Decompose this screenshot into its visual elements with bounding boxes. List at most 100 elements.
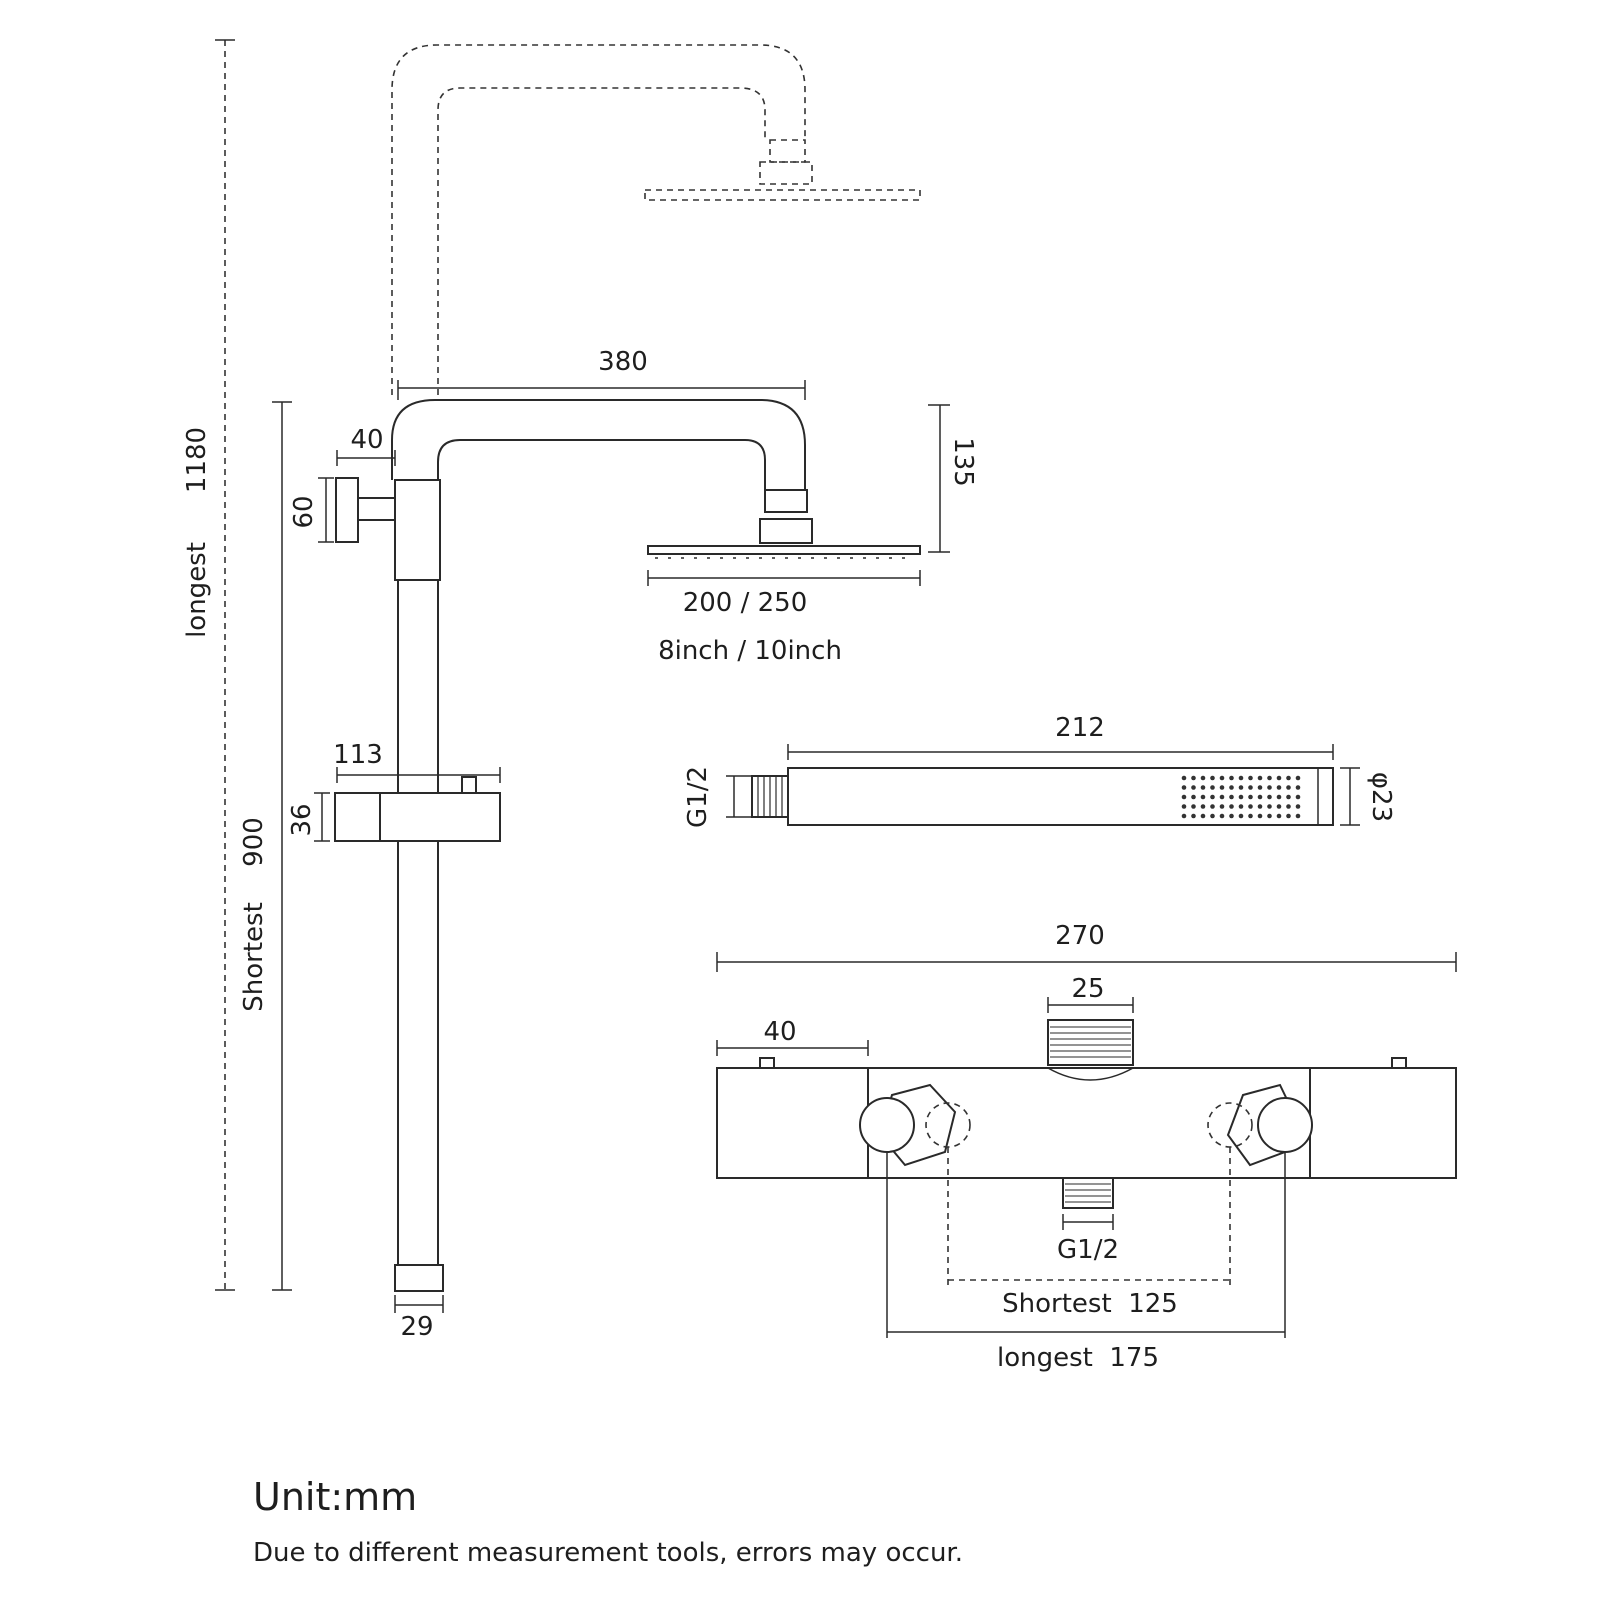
dim-longest-value: 1180 xyxy=(182,427,212,493)
nozzle-dot xyxy=(1276,804,1282,809)
nozzle-dot xyxy=(1257,813,1263,819)
valve-pin-right xyxy=(1391,1057,1407,1069)
nozzle-dot xyxy=(1257,785,1263,790)
nozzle-dot xyxy=(1181,775,1187,781)
nozzle-dot xyxy=(1219,775,1225,781)
nozzle-dot xyxy=(1210,804,1215,809)
nozzle-dot xyxy=(1229,804,1234,809)
left-handle-knob xyxy=(859,1097,915,1153)
valve-pin-left xyxy=(759,1057,775,1069)
nozzle-dot xyxy=(1200,813,1206,819)
dim-overhead-height: 135 xyxy=(948,437,978,487)
dim-slider-width: 113 xyxy=(333,740,383,770)
extended-shower-head xyxy=(644,189,921,201)
pipe-top-joint xyxy=(394,479,441,581)
nozzle-dot xyxy=(1200,785,1206,790)
nozzle-dot xyxy=(1191,775,1196,781)
nozzle-dot xyxy=(1238,804,1244,809)
thermostatic-valve: 270 25 40 xyxy=(716,921,1457,1373)
nozzle-dot xyxy=(1191,804,1196,809)
dim-handshower-length: 212 xyxy=(1055,713,1105,743)
nozzle-dot xyxy=(1191,785,1196,790)
nozzle-dot xyxy=(1248,785,1253,790)
dim-head-diameter-inch: 8inch / 10inch xyxy=(658,636,842,666)
nozzle-dot xyxy=(1267,804,1272,809)
nozzle-dot xyxy=(1191,794,1196,800)
nozzle-dot xyxy=(1229,794,1234,800)
nozzle-dot xyxy=(1219,804,1225,809)
nozzle-dot xyxy=(1286,775,1291,781)
nozzle-dot xyxy=(1238,775,1244,781)
dim-handshower-thread: G1/2 xyxy=(683,766,713,828)
nozzle-dot xyxy=(1295,813,1301,819)
nozzle-dot xyxy=(1267,794,1272,800)
nozzle-dot xyxy=(1286,804,1291,809)
shower-arm xyxy=(391,399,806,490)
swivel-joint xyxy=(759,518,813,544)
wall-bracket-plate xyxy=(335,477,359,543)
nozzle-dot xyxy=(1229,813,1234,819)
valve-body xyxy=(716,1067,1457,1179)
extended-swivel xyxy=(759,161,813,185)
nozzle-dot xyxy=(1276,813,1282,819)
slider-holder xyxy=(334,792,501,842)
dim-outlet-width: 25 xyxy=(1071,974,1104,1004)
unit-note: Unit:mm xyxy=(253,1475,418,1519)
nozzle-dot xyxy=(1286,794,1291,800)
nozzle-dot xyxy=(1219,794,1225,800)
valve-outlet-curve xyxy=(1047,1067,1134,1081)
dim-bottom-thread: G1/2 xyxy=(1057,1235,1119,1265)
dim-valve-width: 270 xyxy=(1055,921,1105,951)
nozzle-dot xyxy=(1200,794,1206,800)
nozzle-dot xyxy=(1200,804,1206,809)
nozzle-dot xyxy=(1286,785,1291,790)
measurement-disclaimer: Due to different measurement tools, erro… xyxy=(253,1538,963,1568)
nozzle-dot xyxy=(1248,813,1253,819)
nozzle-dot xyxy=(1181,785,1187,790)
nozzle-dot xyxy=(1210,794,1215,800)
dim-longest-label: longest xyxy=(182,542,212,638)
nozzle-dot xyxy=(1219,813,1225,819)
dim-bracket-depth: 40 xyxy=(350,425,383,455)
nozzle-dot xyxy=(1276,785,1282,790)
nozzle-dot xyxy=(1295,775,1301,781)
wall-bracket-arm xyxy=(357,497,396,521)
nozzle-dot xyxy=(1191,813,1196,819)
nozzle-dot xyxy=(1181,794,1187,800)
nozzle-dot xyxy=(1219,785,1225,790)
nozzle-dot xyxy=(1210,813,1215,819)
slider-knob xyxy=(461,776,477,794)
nozzle-dot xyxy=(1267,813,1272,819)
nozzle-dot xyxy=(1295,785,1301,790)
dim-shortest-value: 900 xyxy=(239,817,269,867)
shower-riser: 380 135 40 60 200 / 250 8inch / 10inch l… xyxy=(182,39,978,1342)
dim-centers-longest: longest 175 xyxy=(997,1343,1159,1373)
extended-pipe-outline xyxy=(391,44,806,395)
nozzle-dot xyxy=(1238,785,1244,790)
dim-endcap-width: 40 xyxy=(763,1017,796,1047)
nozzle-dot xyxy=(1248,794,1253,800)
nozzle-dot xyxy=(1210,785,1215,790)
nozzle-dot xyxy=(1267,775,1272,781)
pipe-end-cap xyxy=(394,1264,444,1292)
nozzle-dot xyxy=(1181,813,1187,819)
dim-shortest-label: Shortest xyxy=(239,902,269,1012)
nozzle-dot xyxy=(1238,794,1244,800)
valve-bottom-thread xyxy=(1062,1177,1114,1209)
nozzle-dot xyxy=(1257,775,1263,781)
nozzle-dot xyxy=(1257,804,1263,809)
dim-slider-height: 36 xyxy=(287,803,317,836)
dim-handshower-diameter: φ23 xyxy=(1366,772,1396,822)
dim-bracket-height: 60 xyxy=(289,495,319,528)
nozzle-dot xyxy=(1238,813,1244,819)
nozzle-dot xyxy=(1200,775,1206,781)
nozzle-dot xyxy=(1276,794,1282,800)
dim-arm-length: 380 xyxy=(598,347,648,377)
nozzle-dot xyxy=(1181,804,1187,809)
dim-head-diameter-mm: 200 / 250 xyxy=(683,588,808,618)
nozzle-dot xyxy=(1276,775,1282,781)
shower-head xyxy=(647,545,921,555)
nozzle-dot xyxy=(1229,785,1234,790)
nozzle-dot xyxy=(1286,813,1291,819)
